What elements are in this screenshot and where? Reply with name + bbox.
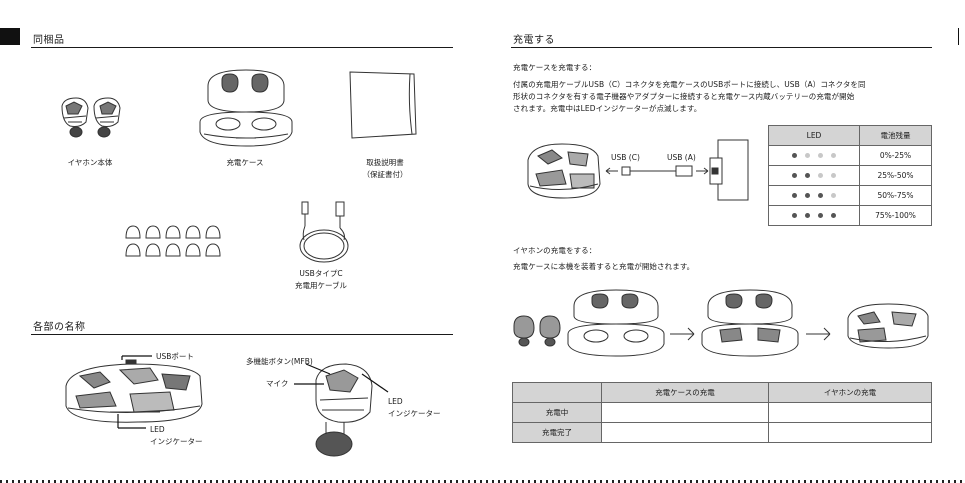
led-table-row: 0%-25%: [768, 145, 932, 166]
manual-illustration: [349, 71, 417, 139]
case-charge-line-1: 付属の充電用ケーブルUSB（C）コネクタを充電ケースのUSBポートに接続し、US…: [513, 80, 866, 89]
mfb-label: 多機能ボタン(MFB): [246, 357, 313, 366]
ear-tips-illustration: [125, 225, 221, 257]
contents-title: 同梱品: [33, 35, 65, 46]
ear-tip: [165, 243, 181, 257]
case-charge-line-2: 形状のコネクタを有する電子機器やアダプターに接続すると充電ケース内蔵バッテリーの…: [513, 92, 855, 101]
ear-tip: [205, 243, 221, 257]
case-closed-illustration: [65, 355, 203, 429]
page-edge-mark: [958, 28, 959, 45]
page-tab: [0, 28, 20, 45]
earbuds-illustration: [61, 97, 121, 138]
case-open-illustration: [199, 69, 293, 147]
status-header-blank: [512, 382, 602, 403]
ear-tip: [125, 225, 141, 239]
case-charging-diagram: [527, 139, 749, 201]
status-case-cell: [601, 422, 769, 443]
earbud-charge-heading: イヤホンの充電をする：: [513, 246, 597, 255]
led-dot: [805, 153, 810, 158]
status-header-case: 充電ケースの充電: [601, 382, 769, 403]
manual-caption-1: 取扱説明書: [366, 158, 404, 167]
status-earbuds-cell: [768, 402, 932, 423]
status-header-earbuds: イヤホンの充電: [768, 382, 932, 403]
led-battery-table: LED 電池残量 0%-25%25%-50%50%-75%75%-100%: [768, 125, 932, 226]
led-dot: [831, 153, 836, 158]
status-row-label: 充電中: [512, 402, 602, 423]
earbud-single-illustration: [294, 363, 389, 457]
led-dots: [768, 185, 860, 206]
led-dot: [818, 173, 823, 178]
charging-status-table: 充電ケースの充電 イヤホンの充電 充電中充電完了: [512, 382, 932, 443]
led-dot: [805, 213, 810, 218]
battery-level: 50%-75%: [859, 185, 932, 206]
status-table-row: 充電中: [512, 402, 932, 423]
earbud-charge-text: 充電ケースに本機を装着すると充電が開始されます。: [513, 262, 695, 271]
led-dot: [792, 153, 797, 158]
charge-title: 充電する: [513, 35, 555, 46]
battery-level: 75%-100%: [859, 205, 932, 226]
battery-header: 電池残量: [859, 125, 932, 146]
led-dot: [818, 193, 823, 198]
led-table-row: 50%-75%: [768, 185, 932, 206]
status-earbuds-cell: [768, 422, 932, 443]
case-charge-line-3: されます。充電中はLEDインジケーターが点滅します。: [513, 104, 702, 113]
led-dots: [768, 165, 860, 186]
case-led-label-1: LED: [150, 425, 165, 434]
bud-led-label-1: LED: [388, 397, 403, 406]
led-dot: [831, 193, 836, 198]
ear-tip: [165, 225, 181, 239]
earbuds-caption: イヤホン本体: [67, 158, 113, 167]
status-table-header: 充電ケースの充電 イヤホンの充電: [512, 382, 932, 403]
case-led-label-2: インジケーター: [150, 437, 203, 446]
contents-rule: [31, 47, 453, 48]
usb-cable-illustration: [299, 201, 349, 263]
parts-title: 各部の名称: [33, 322, 86, 333]
led-dot: [818, 153, 823, 158]
usb-a-label: USB (A): [667, 153, 696, 162]
status-table-row: 充電完了: [512, 422, 932, 443]
cable-caption-2: 充電用ケーブル: [294, 281, 348, 290]
led-dots: [768, 205, 860, 226]
status-row-label: 充電完了: [512, 422, 602, 443]
cable-caption-1: USBタイプC: [299, 269, 343, 278]
led-header: LED: [768, 125, 860, 146]
case-caption: 充電ケース: [226, 158, 264, 167]
usb-port-label: USBポート: [156, 352, 194, 361]
bud-led-label-2: インジケーター: [388, 409, 441, 418]
led-dot: [792, 173, 797, 178]
led-table-row: 75%-100%: [768, 205, 932, 226]
ear-tip: [185, 225, 201, 239]
usb-c-label: USB (C): [611, 153, 640, 162]
led-dot: [818, 213, 823, 218]
case-charge-heading: 充電ケースを充電する：: [513, 63, 597, 72]
led-table-header: LED 電池残量: [768, 125, 932, 146]
ear-tip: [145, 243, 161, 257]
bottom-border: [0, 480, 965, 483]
led-dots: [768, 145, 860, 166]
ear-tip: [125, 243, 141, 257]
led-dot: [805, 193, 810, 198]
led-dot: [831, 213, 836, 218]
earbud-charging-sequence: [513, 289, 929, 357]
battery-level: 0%-25%: [859, 145, 932, 166]
status-case-cell: [601, 402, 769, 423]
manual-caption-2: （保証書付）: [362, 170, 408, 179]
parts-rule: [31, 334, 453, 335]
led-dot: [831, 173, 836, 178]
led-dot: [792, 213, 797, 218]
led-table-row: 25%-50%: [768, 165, 932, 186]
led-dot: [792, 193, 797, 198]
ear-tip: [145, 225, 161, 239]
ear-tip: [185, 243, 201, 257]
battery-level: 25%-50%: [859, 165, 932, 186]
led-dot: [805, 173, 810, 178]
ear-tip: [205, 225, 221, 239]
mic-label: マイク: [266, 379, 289, 388]
charge-rule: [511, 47, 932, 48]
